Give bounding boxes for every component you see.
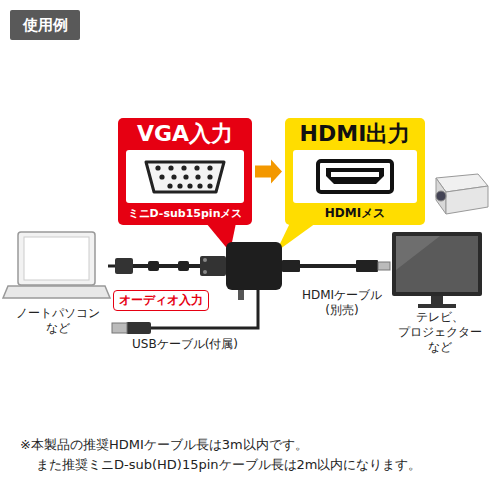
cable-label: HDMIケーブル (別売): [294, 288, 390, 318]
node-heading: HDMI出力: [300, 120, 411, 148]
node-caption: HDMIメス: [325, 206, 385, 221]
tv-glare: [396, 236, 440, 270]
vga-plug: [115, 258, 133, 274]
node-heading: VGA入力: [137, 120, 233, 148]
vga-cable: [108, 265, 116, 268]
tv-base: [418, 304, 456, 308]
node-heading: 使用例: [23, 15, 68, 35]
usb-tip: [112, 323, 127, 333]
vga-pin-hole: [155, 165, 160, 170]
vga-pin-hole: [194, 165, 199, 170]
converter-box: [226, 242, 282, 290]
title-tab: 使用例: [10, 10, 80, 40]
vga-panel: [126, 150, 244, 203]
vga-connector: [146, 162, 224, 192]
vga-pin-hole: [197, 183, 202, 188]
screw: [203, 258, 207, 262]
laptop-display: [24, 237, 89, 280]
tv-stand: [431, 296, 443, 304]
laptop-screen: [18, 232, 95, 285]
vga-pin-hole: [207, 183, 212, 188]
usb-plug: [126, 322, 151, 334]
hdmi-callout-tail: [276, 223, 316, 252]
hdmi-tip: [378, 262, 390, 270]
note: また推奨ミニD-sub(HD)15pinケーブル長は2m以内になります。: [36, 456, 421, 473]
vga-plug: [200, 256, 226, 276]
vga-pin-hole: [171, 174, 176, 179]
vga-pin-hole: [187, 183, 192, 188]
hdmi-panel: [293, 150, 417, 203]
vga-pin-hole: [207, 174, 212, 179]
audio-plug: [238, 290, 244, 300]
hdmi-callout: HDMI出力 HDMIメス: [285, 118, 425, 225]
ferrite-core: [178, 261, 189, 271]
hdmi-port: [318, 161, 392, 192]
device-label: テレビ、プロジェクター など: [386, 310, 494, 355]
vga-pin-hole: [168, 165, 173, 170]
screw: [203, 270, 207, 274]
cable-label: USBケーブル(付属): [132, 337, 238, 352]
flow-arrow: [255, 160, 282, 184]
hdmi-port-inner: [326, 168, 384, 184]
vga-pin-hole: [181, 165, 186, 170]
projector-front: [436, 178, 446, 214]
node-heading: オーディオ入力: [119, 293, 203, 308]
audio-input-box: オーディオ入力: [113, 290, 209, 311]
vga-callout-shape: [118, 118, 252, 225]
vga-pin-hole: [195, 174, 200, 179]
hdmi-plug: [282, 260, 300, 272]
vga-pin-hole: [183, 174, 188, 179]
hdmi-plug: [356, 260, 378, 272]
tv: [392, 232, 482, 296]
note: ※本製品の推奨HDMIケーブル長は3m以内です。: [20, 436, 308, 453]
ferrite-core: [148, 261, 159, 271]
vga-pins: [155, 165, 212, 188]
vga-pin-hole: [177, 183, 182, 188]
hdmi-pins: [331, 172, 379, 177]
vga-pin-hole: [207, 165, 212, 170]
projector-side: [446, 186, 488, 214]
tv-screen: [396, 236, 478, 292]
hdmi-cable: [300, 264, 356, 268]
vga-pin-hole: [167, 183, 172, 188]
laptop-base: [3, 286, 110, 298]
device-label: ノートパソコン など: [6, 306, 110, 336]
vga-callout: VGA入力ミニD-sub15pinメス: [118, 118, 252, 225]
projector-lens: [436, 191, 446, 201]
vga-pin-hole: [159, 174, 164, 179]
hdmi-callout-shape: [285, 118, 425, 225]
vga-cable: [133, 264, 201, 268]
node-caption: ミニD-sub15pinメス: [128, 206, 243, 221]
